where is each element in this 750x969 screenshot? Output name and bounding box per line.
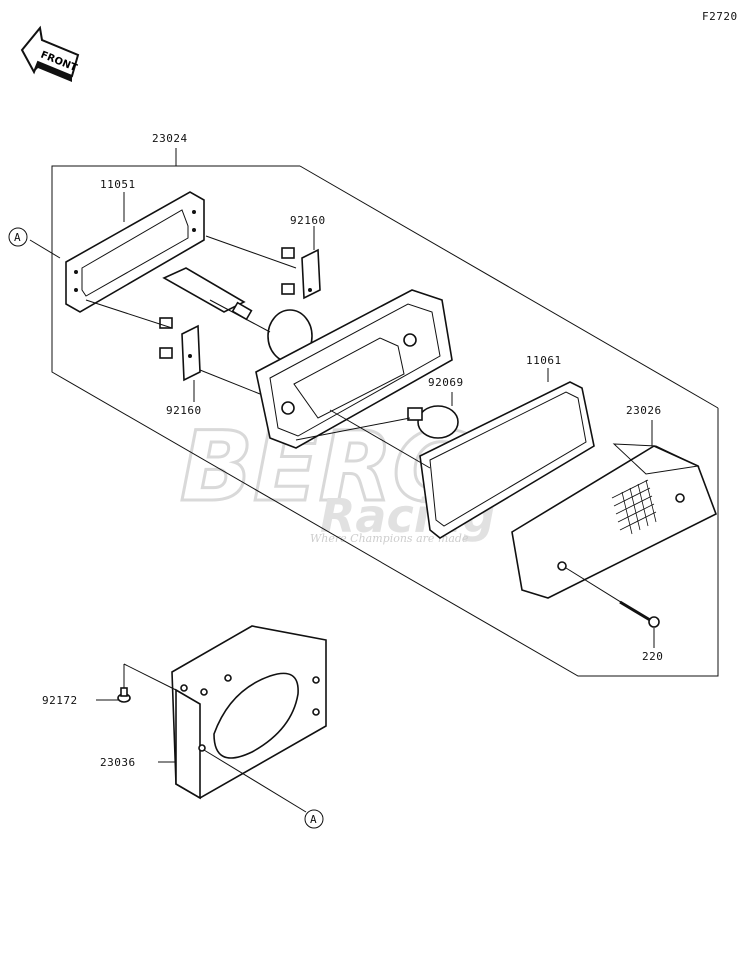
callout-92160-top: 92160	[290, 214, 326, 227]
reference-marker-top: A	[8, 227, 28, 247]
bulb-wiring	[162, 267, 313, 363]
lens-23026	[511, 420, 718, 599]
gasket-11061	[329, 368, 595, 539]
callout-11061: 11061	[526, 354, 562, 367]
callout-92160-bottom: 92160	[166, 404, 202, 417]
socket-92160-bottom	[85, 299, 201, 402]
screw-220	[565, 567, 660, 648]
callout-23024: 23024	[152, 132, 188, 145]
callout-220: 220	[642, 650, 663, 663]
callout-11051: 11051	[100, 178, 136, 191]
bulb-92069	[295, 392, 459, 441]
reference-marker-bottom-label: A	[310, 813, 317, 826]
reference-marker-top-label: A	[14, 231, 21, 244]
reference-marker-bottom: A	[304, 809, 324, 829]
clip-92172	[96, 687, 131, 703]
socket-92160-top	[205, 226, 321, 300]
callout-92172: 92172	[42, 694, 78, 707]
callout-23026: 23026	[626, 404, 662, 417]
watermark-tagline: Where Champions are made	[310, 532, 469, 545]
callout-92069: 92069	[428, 376, 464, 389]
figure-code: F2720	[702, 10, 738, 23]
assembly-outline	[29, 148, 719, 677]
callout-23036: 23036	[100, 756, 136, 769]
housing-23024	[199, 289, 453, 449]
front-arrow-icon: FRONT	[20, 25, 80, 82]
gasket-11051	[65, 191, 205, 313]
bracket-23036	[123, 625, 327, 813]
